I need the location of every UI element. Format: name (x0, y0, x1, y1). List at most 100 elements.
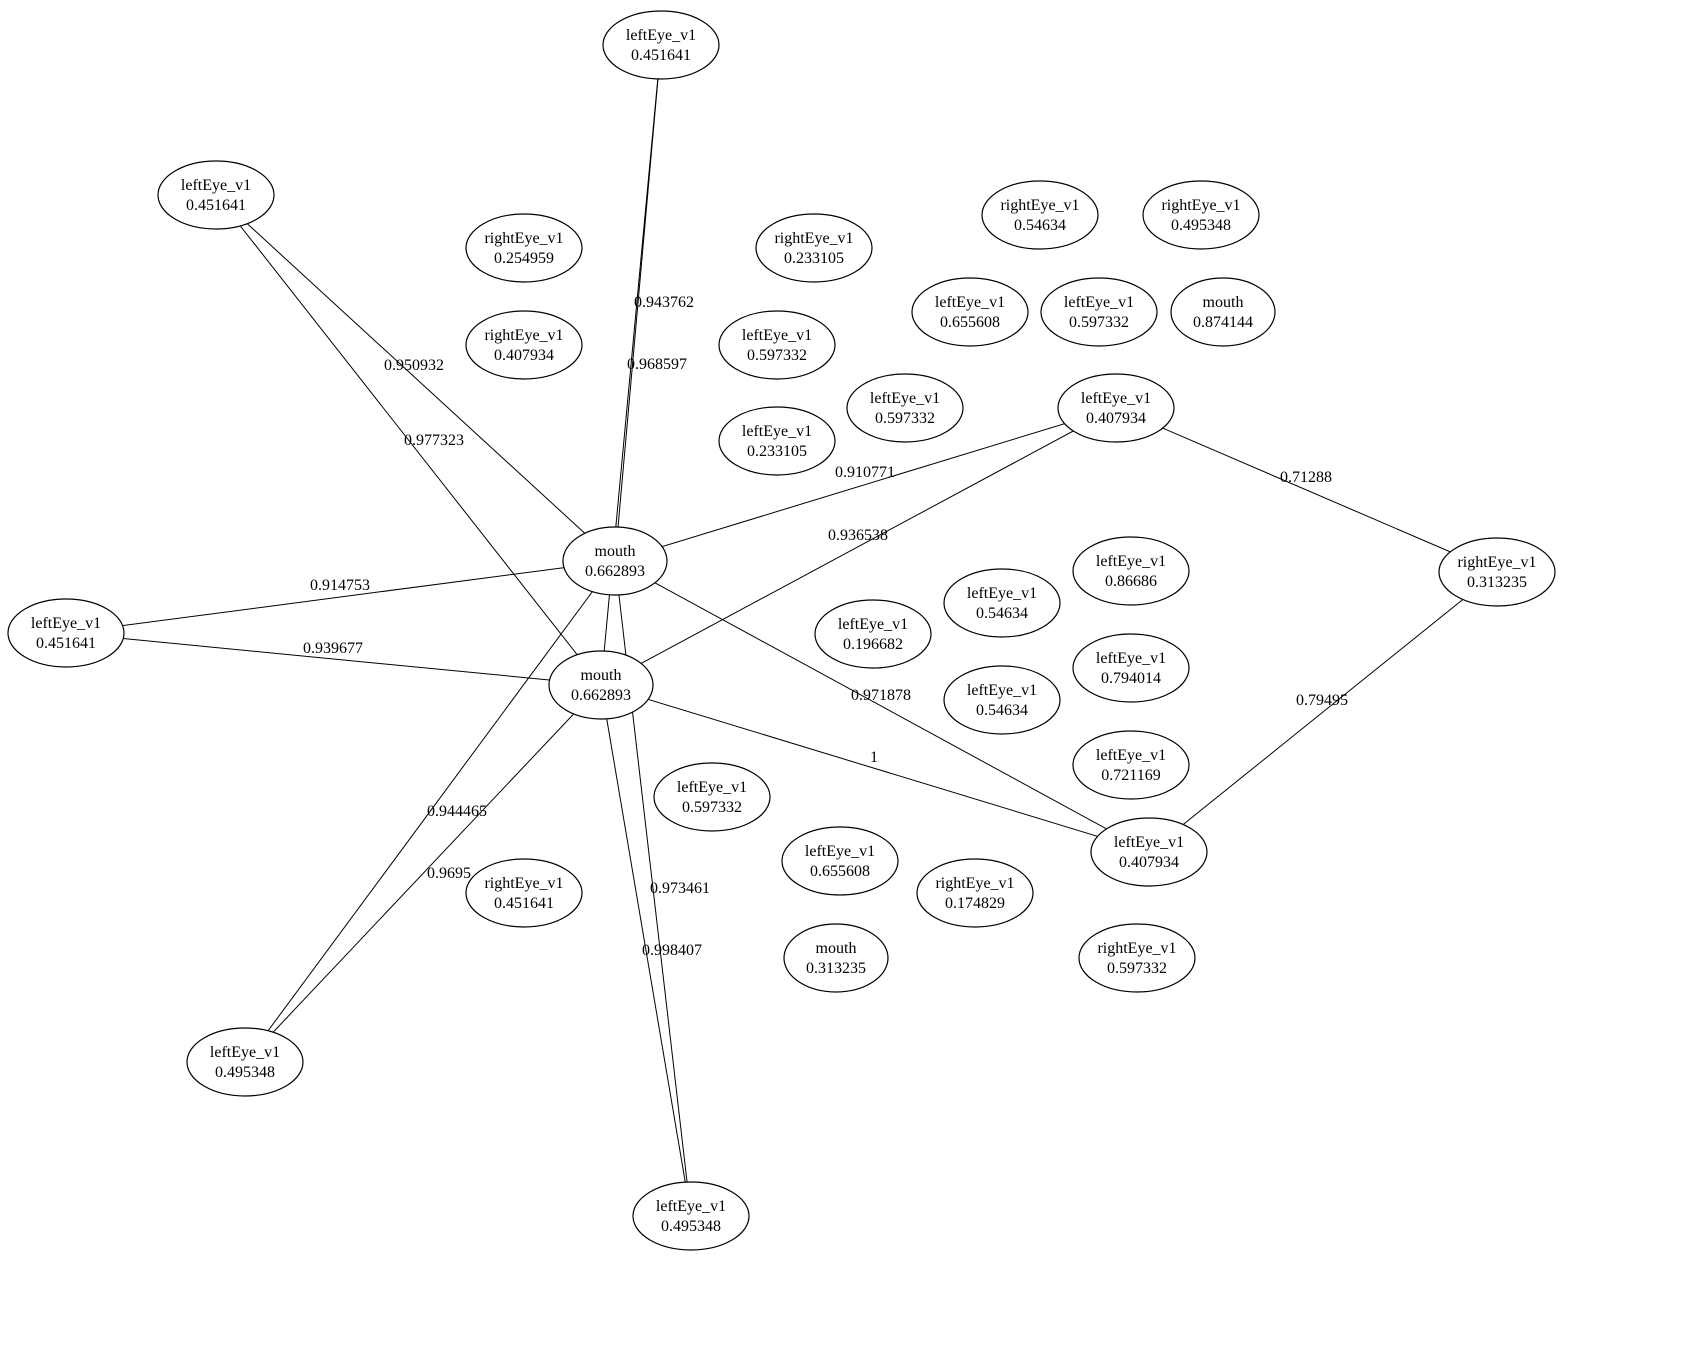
node-ellipse[interactable] (1090, 817, 1208, 887)
edge: 1 (600, 684, 1150, 853)
graph-node[interactable]: leftEye_v1 0.721169 (1072, 730, 1190, 800)
node-value: 0.54634 (976, 605, 1028, 622)
node-label: leftEye_v1 (742, 327, 812, 344)
edge-weight-label: 0.943762 (634, 294, 694, 311)
graph-node[interactable]: rightEye_v10.451641 (465, 858, 583, 928)
edge-line (600, 684, 1150, 853)
graph-node[interactable]: leftEye_v10.451641 (157, 160, 275, 230)
node-label: mouth (595, 543, 636, 560)
edge-weight-label: 0.944465 (427, 803, 487, 820)
node-ellipse[interactable] (632, 1181, 750, 1251)
node-ellipse[interactable] (718, 406, 836, 476)
graph-node[interactable]: rightEye_v10.313235 (1438, 537, 1556, 607)
node-ellipse[interactable] (943, 568, 1061, 638)
node-ellipse[interactable] (562, 526, 668, 596)
graph-node[interactable]: rightEye_v10.54634 (981, 180, 1099, 250)
node-ellipse[interactable] (1072, 633, 1190, 703)
node-ellipse[interactable] (548, 650, 654, 720)
node-label: rightEye_v1 (484, 327, 563, 344)
graph-node[interactable]: rightEye_v10.233105 (755, 213, 873, 283)
edge: 0.936538 (600, 407, 1117, 686)
node-ellipse[interactable] (157, 160, 275, 230)
node-ellipse[interactable] (7, 598, 125, 668)
node-value: 0.254959 (494, 250, 554, 267)
node-ellipse[interactable] (1078, 923, 1196, 993)
node-ellipse[interactable] (1040, 277, 1158, 347)
graph-node[interactable]: leftEye_v1 0.407934 (1090, 817, 1208, 887)
graph-node[interactable]: leftEye_v10.495348 (632, 1181, 750, 1251)
graph-node[interactable]: leftEye_v10.407934 (1057, 373, 1175, 443)
edge: 0.9695 (244, 684, 602, 1063)
node-value: 0.54634 (976, 702, 1028, 719)
node-ellipse[interactable] (1072, 730, 1190, 800)
node-ellipse[interactable] (1438, 537, 1556, 607)
node-ellipse[interactable] (781, 826, 899, 896)
graph-node[interactable]: leftEye_v10.451641 (602, 10, 720, 80)
node-label: leftEye_v1 (1096, 650, 1166, 667)
node-ellipse[interactable] (653, 762, 771, 832)
node-label: leftEye_v1 (1096, 553, 1166, 570)
node-ellipse[interactable] (465, 213, 583, 283)
graph-node[interactable]: leftEye_v10.655608 (781, 826, 899, 896)
node-ellipse[interactable] (755, 213, 873, 283)
node-value: 0.721169 (1101, 767, 1160, 784)
node-label: leftEye_v1 (31, 615, 101, 632)
node-ellipse[interactable] (916, 858, 1034, 928)
node-ellipse[interactable] (1057, 373, 1175, 443)
graph-node[interactable]: leftEye_v10.86686 (1072, 536, 1190, 606)
graph-node[interactable]: leftEye_v1 0.451641 (7, 598, 125, 668)
node-value: 0.451641 (186, 197, 246, 214)
node-value: 0.597332 (1069, 314, 1129, 331)
edge-weight-label: 0.9695 (427, 865, 471, 882)
node-ellipse[interactable] (1170, 277, 1276, 347)
node-ellipse[interactable] (814, 599, 932, 669)
node-label: leftEye_v1 (870, 390, 940, 407)
edge: 0.944465 (244, 560, 616, 1063)
node-value: 0.407934 (1119, 854, 1179, 871)
graph-node[interactable]: leftEye_v10.597332 (653, 762, 771, 832)
edge: 0.977323 (215, 194, 602, 686)
graph-node[interactable]: leftEye_v10.233105 (718, 406, 836, 476)
graph-node[interactable]: leftEye_v10.597332 (718, 310, 836, 380)
graph-node[interactable]: rightEye_v10.254959 (465, 213, 583, 283)
graph-node[interactable]: leftEye_v10.597332 (846, 373, 964, 443)
node-ellipse[interactable] (1072, 536, 1190, 606)
node-label: leftEye_v1 (1114, 834, 1184, 851)
graph-node[interactable]: rightEye_v10.597332 (1078, 923, 1196, 993)
node-ellipse[interactable] (1142, 180, 1260, 250)
node-ellipse[interactable] (943, 665, 1061, 735)
node-label: leftEye_v1 (1096, 747, 1166, 764)
graph-node[interactable]: leftEye_v10.196682 (814, 599, 932, 669)
node-ellipse[interactable] (602, 10, 720, 80)
node-value: 0.196682 (843, 636, 903, 653)
graph-node[interactable]: leftEye_v10.495348 (186, 1027, 304, 1097)
node-ellipse[interactable] (186, 1027, 304, 1097)
edge-weight-label: 0.914753 (310, 577, 370, 594)
node-value: 0.451641 (36, 635, 96, 652)
edge-line (614, 407, 1117, 562)
edge-line (65, 560, 616, 634)
graph-node[interactable]: rightEye_v10.407934 (465, 310, 583, 380)
node-ellipse[interactable] (465, 310, 583, 380)
graph-node[interactable]: leftEye_v10.54634 (943, 568, 1061, 638)
node-ellipse[interactable] (783, 923, 889, 993)
node-ellipse[interactable] (465, 858, 583, 928)
node-value: 0.655608 (940, 314, 1000, 331)
graph-node[interactable]: leftEye_v10.655608 (911, 277, 1029, 347)
node-ellipse[interactable] (846, 373, 964, 443)
node-ellipse[interactable] (718, 310, 836, 380)
node-ellipse[interactable] (911, 277, 1029, 347)
node-value: 0.597332 (1107, 960, 1167, 977)
graph-node[interactable]: rightEye_v10.495348 (1142, 180, 1260, 250)
graph-node[interactable]: leftEye_v10.54634 (943, 665, 1061, 735)
node-ellipse[interactable] (981, 180, 1099, 250)
graph-node[interactable]: rightEye_v10.174829 (916, 858, 1034, 928)
graph-node[interactable]: leftEye_v10.597332 (1040, 277, 1158, 347)
node-value: 0.874144 (1193, 314, 1253, 331)
graph-node[interactable]: leftEye_v10.794014 (1072, 633, 1190, 703)
